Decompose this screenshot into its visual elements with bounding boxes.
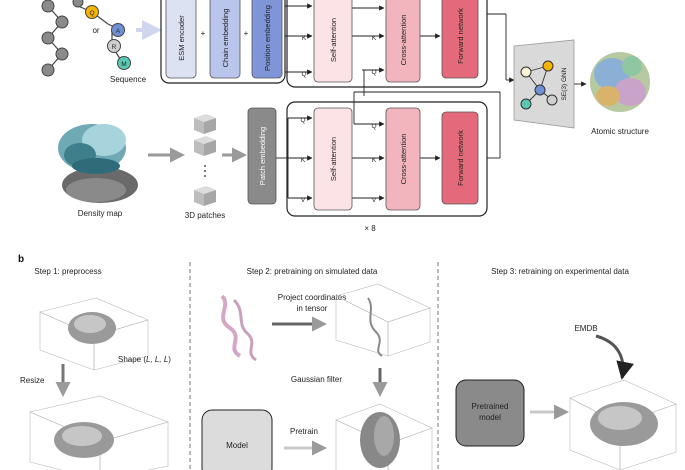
sequence-node <box>41 0 55 13</box>
node-letter-r: R <box>112 44 117 51</box>
gnn-graph <box>520 60 558 110</box>
query-label: Q <box>301 71 306 78</box>
repeat-label: × 8 <box>364 224 376 233</box>
value-label: V <box>372 197 377 204</box>
patch-embedding-label: Patch embedding <box>258 127 267 185</box>
project-label-line2: in tensor <box>297 304 328 313</box>
plus-sign: + <box>201 29 206 38</box>
patch-embedding-block <box>247 107 277 205</box>
emdb-arrow <box>595 334 634 380</box>
cross-attention-label: Cross-attention <box>399 15 408 66</box>
key-label: K <box>372 35 377 42</box>
pretrained-model-label-line2: model <box>479 413 501 422</box>
sequence-label: Sequence <box>110 75 147 84</box>
step1-title: Step 1: preprocess <box>34 267 101 276</box>
pretrain-label: Pretrain <box>290 427 318 436</box>
step3-title: Step 3: retraining on experimental data <box>491 267 629 276</box>
patch-cube <box>194 136 216 156</box>
sequence-node-r <box>107 39 121 53</box>
cross-attention-label: Cross-attention <box>399 134 408 185</box>
value-label: V <box>301 197 306 204</box>
preprocess-box-top <box>39 297 149 371</box>
position-embedding-block <box>251 0 283 79</box>
esm-encoder-label: ESM encoder <box>177 15 186 61</box>
sequence-transformer-box <box>286 0 488 88</box>
simulated-protein-image <box>220 294 257 362</box>
forward-network-label: Forward network <box>456 130 465 186</box>
encoder-group <box>160 0 286 84</box>
patch-cubes <box>194 114 216 206</box>
forward-network-block-top <box>441 0 479 79</box>
self-attention-block-bottom <box>313 107 353 211</box>
experimental-map-box <box>569 379 677 470</box>
key-label: K <box>301 157 306 164</box>
query-label: Q <box>371 69 376 76</box>
sequence-node <box>41 63 55 77</box>
sequence-node-q <box>85 5 99 19</box>
model-block <box>201 409 273 470</box>
tensor-box <box>335 283 431 357</box>
or-label: or <box>92 26 99 35</box>
chain-embedding-block <box>209 0 241 79</box>
patch-cube <box>194 114 216 134</box>
cross-attention-block-bottom <box>385 107 421 211</box>
pretrained-model-label-line1: Pretrained <box>472 402 509 411</box>
sequence-node-a <box>111 23 125 37</box>
query-label: Q <box>371 123 376 130</box>
chain-embedding-label: Chain embedding <box>221 9 230 68</box>
sequence-node <box>55 15 69 29</box>
self-attention-block-top <box>313 0 353 83</box>
resize-label: Resize <box>20 376 45 385</box>
sequence-node <box>55 47 69 61</box>
density-map-image <box>58 124 138 203</box>
panel-b-letter: b <box>18 254 24 265</box>
gaussian-label: Gaussian filter <box>291 375 342 384</box>
atomic-structure-image <box>590 52 650 112</box>
node-letter-q: Q <box>89 10 94 17</box>
preprocess-box-bottom <box>29 395 169 470</box>
forward-network-block-bottom <box>441 111 479 205</box>
position-embedding-label: Position embedding <box>263 5 272 71</box>
project-label-line1: Project coordinates <box>278 293 346 302</box>
cross-connections <box>353 70 500 127</box>
emdb-label: EMDB <box>574 324 597 333</box>
query-label: Q <box>300 117 305 124</box>
cross-attention-block-top <box>385 0 421 83</box>
step2-title: Step 2: pretraining on simulated data <box>247 267 378 276</box>
node-letter-m: M <box>121 61 126 68</box>
plus-sign: + <box>244 29 249 38</box>
filtered-tensor-box <box>335 403 433 470</box>
sequence-graph: Q A R M or Sequence <box>41 0 147 84</box>
self-attention-label: Self-attention <box>329 137 338 181</box>
self-attention-label: Self-attention <box>329 18 338 62</box>
density-transformer-box <box>286 101 488 217</box>
shape-label: Shape (L, L, L) <box>118 355 171 364</box>
sequence-node-m <box>117 56 131 70</box>
key-label: K <box>302 35 307 42</box>
model-label: Model <box>226 441 248 450</box>
patches-label: 3D patches <box>185 211 225 220</box>
pretrained-model-block <box>455 379 525 447</box>
density-map-label: Density map <box>78 209 123 218</box>
sequence-node <box>41 31 55 45</box>
forward-network-label: Forward network <box>456 8 465 64</box>
gnn-label: SE(3) GNN <box>561 67 568 100</box>
esm-encoder-block <box>165 0 197 79</box>
key-label: K <box>372 157 377 164</box>
sequence-node <box>72 0 84 8</box>
node-letter-a: A <box>116 28 121 35</box>
patch-cube <box>194 186 216 206</box>
atomic-structure-label: Atomic structure <box>591 127 649 136</box>
